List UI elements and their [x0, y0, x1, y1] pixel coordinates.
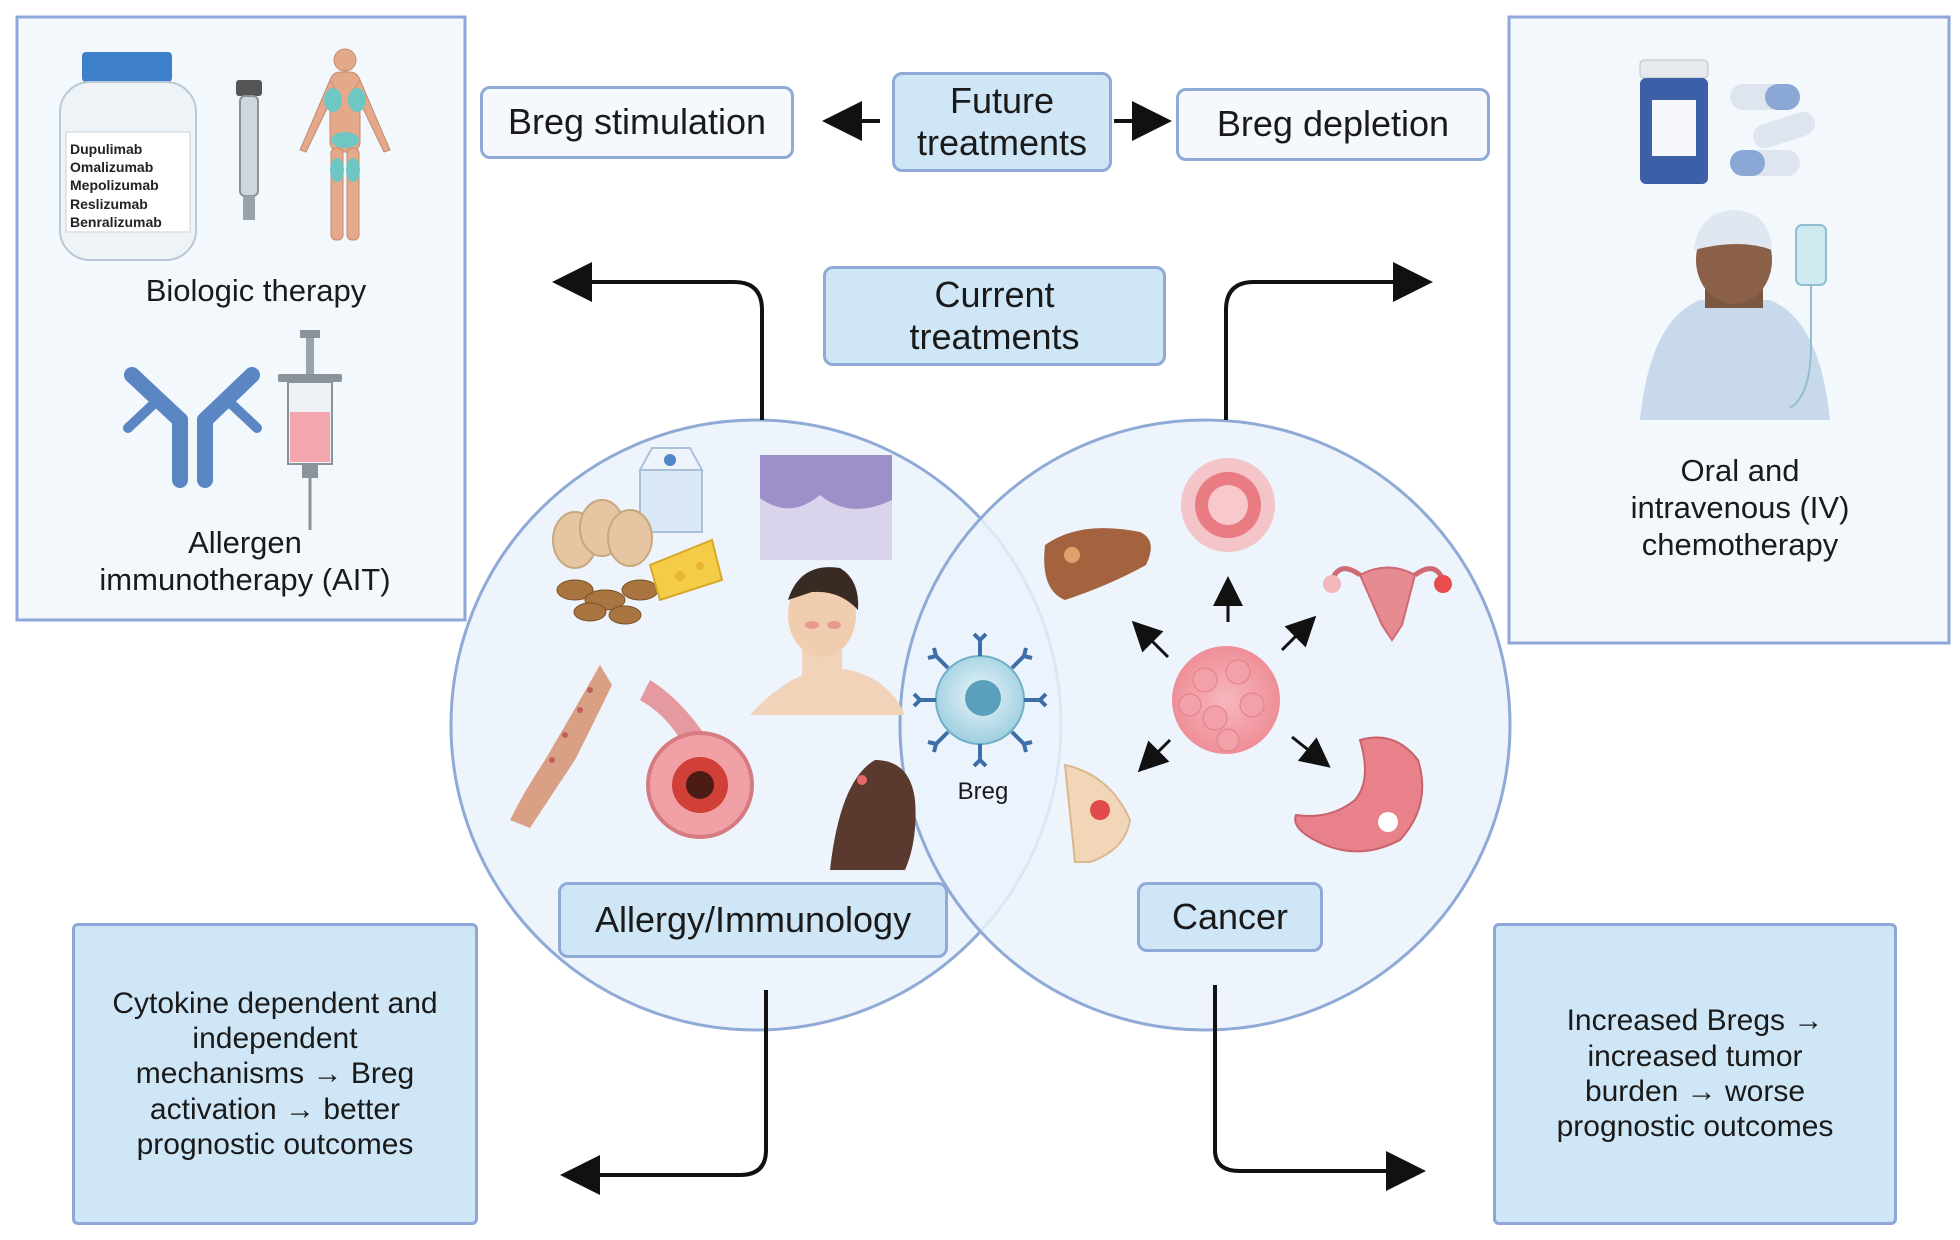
patient-icon [1640, 210, 1830, 420]
tumor-tissue-icon [1181, 458, 1275, 552]
allergy-immunology-box: Allergy/Immunology [558, 882, 948, 958]
drug-list-item: Benralizumab [70, 213, 162, 230]
syringe-icon [278, 330, 342, 530]
nuts-icon [556, 579, 659, 625]
cancer-box: Cancer [1137, 882, 1323, 952]
breast-icon [1063, 763, 1132, 863]
arrow-to-biologic [552, 262, 764, 420]
autoinjector-icon [236, 80, 262, 220]
skin-tissue-icon [760, 455, 892, 560]
face-rash-icon [750, 567, 905, 715]
biologic-therapy-label: Biologic therapy [145, 273, 367, 308]
breg-depletion-box: Breg depletion [1176, 88, 1490, 161]
injection-sites-figure-icon [299, 48, 391, 241]
tumor-cluster-icon [1172, 646, 1280, 754]
antibody-icon [123, 367, 262, 488]
allergy-outcome-box: Cytokine dependent and independent mecha… [72, 923, 478, 1225]
drug-list-item: Mepolizumab [70, 177, 159, 194]
airway-icon [640, 680, 754, 839]
arrow-to-allergy-outcome [560, 990, 768, 1195]
ait-label: Allergen immunotherapy (AIT) [99, 525, 391, 598]
arm-rash-icon [510, 665, 612, 828]
breg-label: Breg [957, 778, 1009, 805]
eggs-icon [552, 499, 653, 569]
drug-list-item: Dupulimab [70, 141, 143, 157]
arrow-to-chemo [1224, 262, 1433, 420]
cheese-icon [648, 538, 724, 602]
breg-stimulation-box: Breg stimulation [480, 86, 794, 159]
drug-list: Dupulimab Omalizumab Mepolizumab Reslizu… [70, 140, 200, 231]
drug-list-item: Omalizumab [70, 159, 154, 176]
vial-icon [59, 52, 197, 261]
drug-list-item: Reslizumab [70, 195, 148, 212]
liver-icon [1044, 528, 1151, 600]
breg-cell-icon [912, 632, 1048, 768]
capsules-icon [1730, 84, 1816, 176]
pill-bottle-icon [1639, 59, 1709, 184]
metastasis-arrows [1131, 576, 1331, 773]
arrow-to-cancer-outcome [1213, 985, 1426, 1191]
face-swelling-icon [830, 760, 916, 870]
future-treatments-box: Future treatments [892, 72, 1112, 172]
uterus-icon [1323, 566, 1452, 642]
stomach-icon [1294, 736, 1424, 853]
chemotherapy-label: Oral and intravenous (IV) chemotherapy [1630, 453, 1850, 563]
current-treatments-box: Current treatments [823, 266, 1166, 366]
cancer-outcome-box: Increased Bregs → increased tumor burden… [1493, 923, 1897, 1225]
milk-carton-icon [638, 447, 704, 533]
iv-bag-icon [1789, 224, 1827, 409]
